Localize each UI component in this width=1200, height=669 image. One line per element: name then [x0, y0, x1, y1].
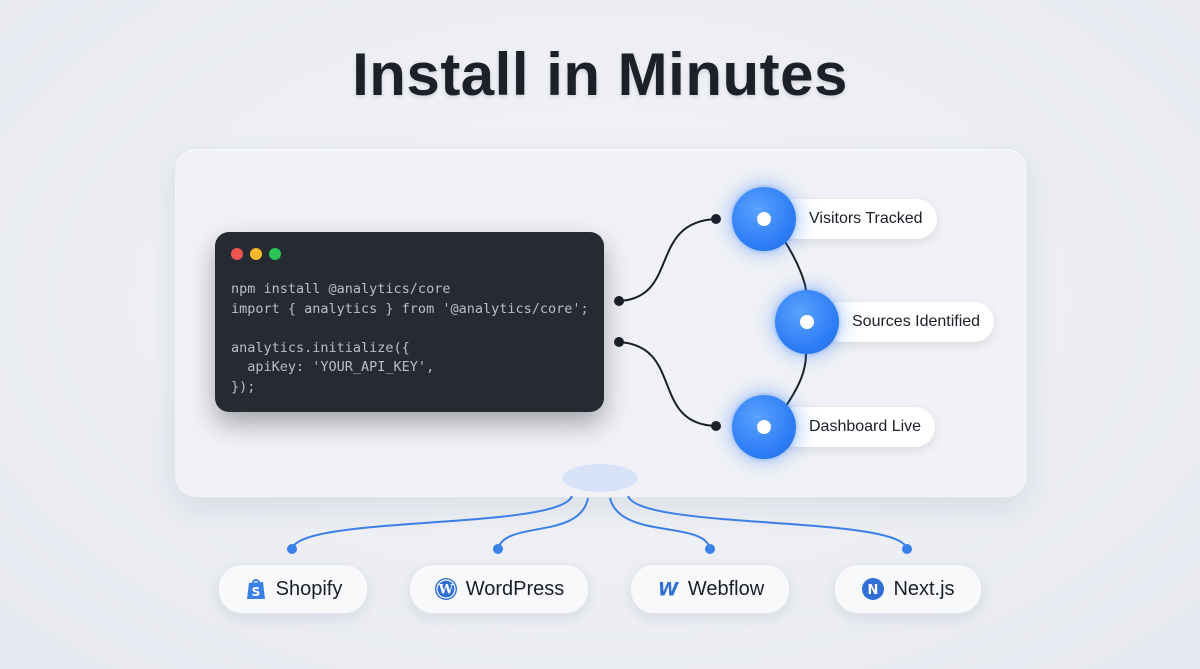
minimize-dot-icon [250, 248, 262, 260]
code-line: apiKey: 'YOUR_API_KEY', [231, 359, 435, 375]
outcome-node-visitors [732, 187, 796, 251]
svg-text:W: W [437, 583, 453, 598]
connector-dot [614, 337, 624, 347]
platform-label: WordPress [465, 577, 565, 600]
connector-terminal-dashboard [618, 341, 717, 427]
connector-node-arc [785, 353, 807, 407]
platform-label: Shopify [275, 577, 343, 600]
outcome-label-visitors: Visitors Tracked [777, 199, 937, 239]
platform-label: Next.js [893, 577, 955, 600]
close-dot-icon [231, 248, 243, 260]
outcome-node-dashboard [732, 395, 796, 459]
nextjs-icon: N [861, 577, 885, 601]
node-core-icon [757, 212, 771, 226]
connector-nextjs [627, 495, 908, 550]
connector-dot [614, 296, 624, 306]
platform-nextjs[interactable]: N Next.js [834, 564, 982, 614]
outcome-node-sources [775, 290, 839, 354]
code-terminal: npm install @analytics/core import { anal… [215, 232, 604, 412]
connector-dot [705, 544, 715, 554]
node-core-icon [757, 420, 771, 434]
page-title: Install in Minutes [352, 41, 848, 108]
connector-node-arc [783, 239, 807, 293]
wordpress-icon: W [434, 577, 458, 601]
svg-text:S: S [251, 585, 260, 599]
code-line: import { analytics } from '@analytics/co… [231, 300, 589, 317]
node-core-icon [800, 315, 814, 329]
code-line: }); [231, 378, 256, 395]
connector-wordpress [497, 497, 589, 550]
svg-text:N: N [868, 583, 879, 598]
outcome-label-sources: Sources Identified [820, 302, 995, 342]
outcome-label-dashboard: Dashboard Live [777, 407, 936, 447]
code-line: npm install @analytics/core [231, 281, 451, 297]
connector-dot [711, 214, 721, 224]
connector-dot [902, 544, 912, 554]
platform-wordpress[interactable]: W WordPress [409, 564, 589, 614]
connector-dot [493, 544, 503, 554]
platform-label: Webflow [687, 577, 765, 600]
webflow-icon: W [656, 577, 680, 601]
svg-text:W: W [658, 579, 680, 600]
connector-dot [711, 421, 721, 431]
glow [562, 464, 638, 492]
platform-webflow[interactable]: W Webflow [630, 564, 790, 614]
connector-dot [287, 544, 297, 554]
code-block: npm install @analytics/core import { anal… [231, 280, 589, 397]
shopify-icon: S [244, 577, 268, 601]
connector-shopify [291, 495, 573, 550]
code-line: analytics.initialize({ [231, 339, 410, 356]
maximize-dot-icon [269, 248, 281, 260]
connector-webflow [609, 497, 711, 550]
platform-shopify[interactable]: S Shopify [218, 564, 368, 614]
code-line [231, 319, 589, 339]
connector-terminal-visitors [618, 218, 717, 302]
